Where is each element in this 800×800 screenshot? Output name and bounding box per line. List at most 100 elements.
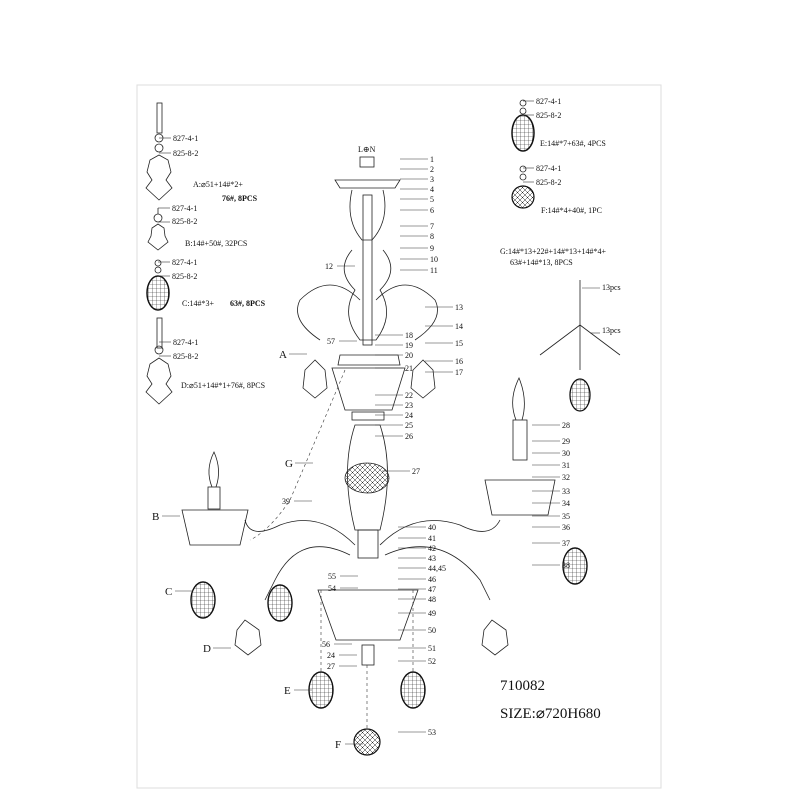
callout-number: 33: [562, 487, 570, 496]
callout-number: 13: [455, 303, 463, 312]
callout-number: 36: [562, 523, 570, 532]
part-number-label: 827-4-1: [536, 97, 561, 106]
legend-g-text: 63#+14#*13, 8PCS: [510, 258, 573, 267]
callout-number: 46: [428, 575, 436, 584]
part-number-label: 825-8-2: [172, 272, 197, 281]
callout-number: 21: [405, 364, 413, 373]
callout-number: 52: [428, 657, 436, 666]
garland-count-label: 13pcs: [602, 283, 621, 292]
part-number-label: 827-4-1: [172, 204, 197, 213]
legend-c-text: 63#, 8PCS: [230, 299, 266, 308]
callout-number: 23: [405, 401, 413, 410]
legend-pendant-c-drawing: [146, 259, 170, 311]
pendant-letter-d: D: [203, 643, 211, 655]
callout-number: 4: [430, 185, 434, 194]
pendant-letter-e: E: [284, 685, 291, 697]
pendant-letter-f: F: [335, 739, 341, 751]
pendant-letter-c: C: [165, 586, 172, 598]
legend-pendant-e-drawing: [511, 99, 535, 152]
callout-number: 44,45: [428, 564, 446, 573]
right-candle-arm: [484, 377, 556, 516]
legend-f-text: F:14#*4+40#, 1PC: [541, 206, 602, 215]
callout-number: 49: [428, 609, 436, 618]
part-number-label: 827-4-1: [173, 338, 198, 347]
callout-number: 41: [428, 534, 436, 543]
legend-b-text: B:14#+50#, 32PCS: [185, 239, 247, 248]
legend-g-text: G:14#*13+22#+14#*13+14#*4+: [500, 247, 607, 256]
callout-number: 53: [428, 728, 436, 737]
part-number-label: 825-8-2: [173, 149, 198, 158]
callout-number: 8: [430, 232, 434, 241]
callout-number: 31: [562, 461, 570, 470]
callout-number: 17: [455, 368, 463, 377]
callout-number: 51: [428, 644, 436, 653]
callout-number: 37: [562, 539, 570, 548]
pendant-letter-a: A: [279, 349, 287, 361]
callout-number: 54: [328, 584, 336, 593]
callout-number: 5: [430, 195, 434, 204]
callout-number: 48: [428, 595, 436, 604]
callout-number: 6: [430, 206, 434, 215]
callout-number: 7: [430, 222, 434, 231]
legend-pendant-d-drawing: [145, 317, 173, 405]
callout-number: 34: [562, 499, 570, 508]
model-number: 710082: [500, 678, 545, 694]
callout-number: 16: [455, 357, 463, 366]
part-number-label: 825-8-2: [536, 178, 561, 187]
callout-number: 15: [455, 339, 463, 348]
callout-number: 55: [328, 572, 336, 581]
legend-d-text: D:⌀51+14#*1+76#, 8PCS: [181, 381, 265, 390]
pendant-letter-b: B: [152, 511, 159, 523]
pendants: [190, 359, 588, 756]
callout-number: 27: [327, 662, 335, 671]
callout-number: 19: [405, 341, 413, 350]
callout-number: 1: [430, 155, 434, 164]
callout-number: 39: [282, 497, 290, 506]
callout-number: 47: [428, 585, 436, 594]
callout-number: 50: [428, 626, 436, 635]
garland-count-label: 13pcs: [602, 326, 621, 335]
callout-number: 18: [405, 331, 413, 340]
callout-number: 29: [562, 437, 570, 446]
callout-number: 42: [428, 544, 436, 553]
legend-e-text: E:14#*7+63#, 4PCS: [540, 139, 606, 148]
callout-number: 22: [405, 391, 413, 400]
legend-garland-g-drawing: [539, 280, 621, 412]
legend-c-text: C:14#*3+: [182, 299, 215, 308]
callout-number: 14: [455, 322, 463, 331]
callout-number: 3: [430, 175, 434, 184]
legend-pendant-f-drawing: [511, 165, 535, 209]
callout-number: 24: [327, 651, 335, 660]
callout-number: 40: [428, 523, 436, 532]
legend-a-text: 76#, 8PCS: [222, 194, 258, 203]
wiring-label: L⊕N: [358, 145, 376, 154]
callout-number: 57: [327, 337, 335, 346]
callout-number: 30: [562, 449, 570, 458]
callout-number: 11: [430, 266, 438, 275]
callout-number: 32: [562, 473, 570, 482]
legend-pendant-b-drawing: [147, 208, 169, 251]
drawing-frame: [136, 84, 662, 789]
callout-number: 9: [430, 244, 434, 253]
callout-number: 2: [430, 165, 434, 174]
callout-number: 38: [562, 561, 570, 570]
pendant-letter-g: G: [285, 458, 293, 470]
callout-number: 27: [412, 467, 420, 476]
callout-number: 12: [325, 262, 333, 271]
size-spec: SIZE:⌀720H680: [500, 706, 601, 722]
legend-pendant-a-drawing: [145, 102, 173, 201]
callout-number: 28: [562, 421, 570, 430]
callout-number: 56: [322, 640, 330, 649]
callout-number: 20: [405, 351, 413, 360]
callout-number: 10: [430, 255, 438, 264]
callout-number: 24: [405, 411, 413, 420]
part-number-label: 825-8-2: [173, 352, 198, 361]
left-candle-arm: [181, 451, 249, 546]
part-number-label: 827-4-1: [172, 258, 197, 267]
callout-number: 35: [562, 512, 570, 521]
callout-number: 25: [405, 421, 413, 430]
legend-a-text: A:⌀51+14#*2+: [193, 180, 243, 189]
callout-number: 26: [405, 432, 413, 441]
part-number-label: 825-8-2: [536, 111, 561, 120]
